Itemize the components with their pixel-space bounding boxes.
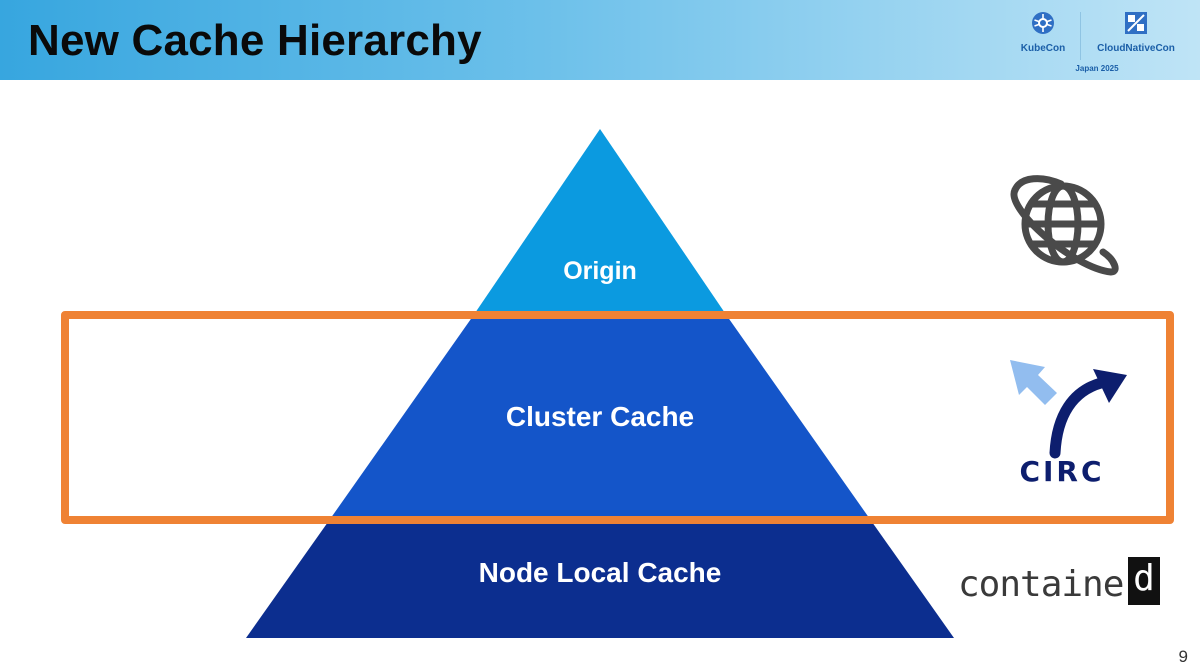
tier-label-origin: Origin xyxy=(563,257,637,285)
event-edition: Japan 2025 xyxy=(1075,64,1119,73)
kubecon-name: KubeCon xyxy=(1020,43,1066,54)
circ-logo xyxy=(1010,360,1127,459)
tier-label-node-local-cache: Node Local Cache xyxy=(478,557,722,588)
event-logo-divider xyxy=(1080,12,1081,60)
cloudnativecon-name: CloudNativeCon xyxy=(1097,43,1175,54)
page-number: 9 xyxy=(1178,647,1188,666)
kubecon-logo: KubeCon xyxy=(1008,10,1078,54)
containerd-logo-d: d xyxy=(1128,557,1160,605)
slide-header: New Cache Hierarchy KubeCon xyxy=(0,0,1200,80)
pyramid-tier-cluster-cache xyxy=(328,316,872,522)
pyramid-tier-node-local-cache xyxy=(246,522,954,638)
pyramid-tier-origin xyxy=(473,129,727,316)
kubernetes-wheel-icon xyxy=(1032,12,1054,34)
event-logo: KubeCon CloudNativeCon Japan 2025 xyxy=(1008,6,1186,76)
circ-logo-text: CIRC xyxy=(1019,455,1105,488)
tier-label-cluster-cache: Cluster Cache xyxy=(505,401,695,432)
globe-icon xyxy=(1010,175,1119,276)
containerd-logo-text: container xyxy=(958,564,1145,605)
cloudnativecon-logo: CloudNativeCon xyxy=(1084,10,1188,54)
cncf-icon xyxy=(1125,12,1147,34)
slide-title: New Cache Hierarchy xyxy=(28,16,482,65)
cluster-cache-highlight-box xyxy=(61,311,1174,524)
